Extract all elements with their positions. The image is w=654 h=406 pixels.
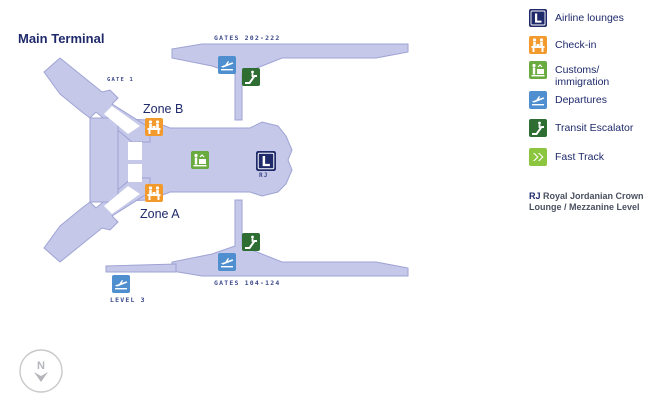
legend-label: Check-in xyxy=(555,39,597,51)
void-upper xyxy=(128,142,142,160)
legend-label: Customs/ immigration xyxy=(555,64,610,88)
zone-b-label: Zone B xyxy=(143,102,184,116)
lounge-note-text: Royal Jordanian Crown Lounge / Mezzanine… xyxy=(529,191,644,212)
customs-icon[interactable] xyxy=(191,151,209,169)
lounge-note-code: RJ xyxy=(529,191,541,201)
departures-icon[interactable] xyxy=(218,56,236,74)
legend-item-airline-lounges: Airline lounges xyxy=(529,9,624,27)
legend-item-customs: Customs/ immigration xyxy=(529,61,635,88)
lounge-note: RJ Royal Jordanian Crown Lounge / Mezzan… xyxy=(529,191,649,213)
departures-icon[interactable] xyxy=(218,253,236,271)
check-in-icon[interactable] xyxy=(145,184,163,202)
fast-track-icon xyxy=(529,148,547,166)
transit-escalator-icon[interactable] xyxy=(242,233,260,251)
legend-label: Airline lounges xyxy=(555,12,624,24)
compass-letter: N xyxy=(37,360,45,372)
terminal-building xyxy=(43,43,409,277)
gates-north-label: GATES 202-222 xyxy=(214,34,281,42)
west-pier xyxy=(89,117,119,203)
map-title: Main Terminal xyxy=(18,31,105,46)
check-in-icon xyxy=(529,36,547,54)
airline-lounge-icon xyxy=(529,9,547,27)
void-lower xyxy=(128,164,142,182)
gates-south-label: GATES 104-124 xyxy=(214,279,281,287)
legend-label: Fast Track xyxy=(555,151,605,163)
legend-label: Transit Escalator xyxy=(555,122,634,134)
level-3-strip xyxy=(105,263,177,273)
legend-item-departures: Departures xyxy=(529,91,607,109)
check-in-icon[interactable] xyxy=(145,118,163,136)
zone-a-label: Zone A xyxy=(140,207,180,221)
void-nw xyxy=(104,106,140,134)
lounge-code-label: RJ xyxy=(259,172,269,179)
transit-escalator-icon xyxy=(529,119,547,137)
airline-lounge-icon[interactable] xyxy=(256,151,276,171)
gate-1-label: GATE 1 xyxy=(107,77,135,83)
departures-icon xyxy=(529,91,547,109)
departures-icon[interactable] xyxy=(112,275,130,293)
north-concourse xyxy=(171,43,409,121)
legend-item-check-in: Check-in xyxy=(529,36,596,54)
north-arrow-icon: N xyxy=(19,349,63,393)
south-concourse xyxy=(171,199,409,277)
transit-escalator-icon[interactable] xyxy=(242,68,260,86)
void-sw xyxy=(104,186,140,214)
legend-item-transit-escalator: Transit Escalator xyxy=(529,119,633,137)
customs-icon xyxy=(529,61,547,79)
terminal-voids xyxy=(104,106,142,214)
level-3-label: LEVEL 3 xyxy=(110,296,146,304)
legend-label: Departures xyxy=(555,94,607,106)
legend-item-fast-track: Fast Track xyxy=(529,148,604,166)
